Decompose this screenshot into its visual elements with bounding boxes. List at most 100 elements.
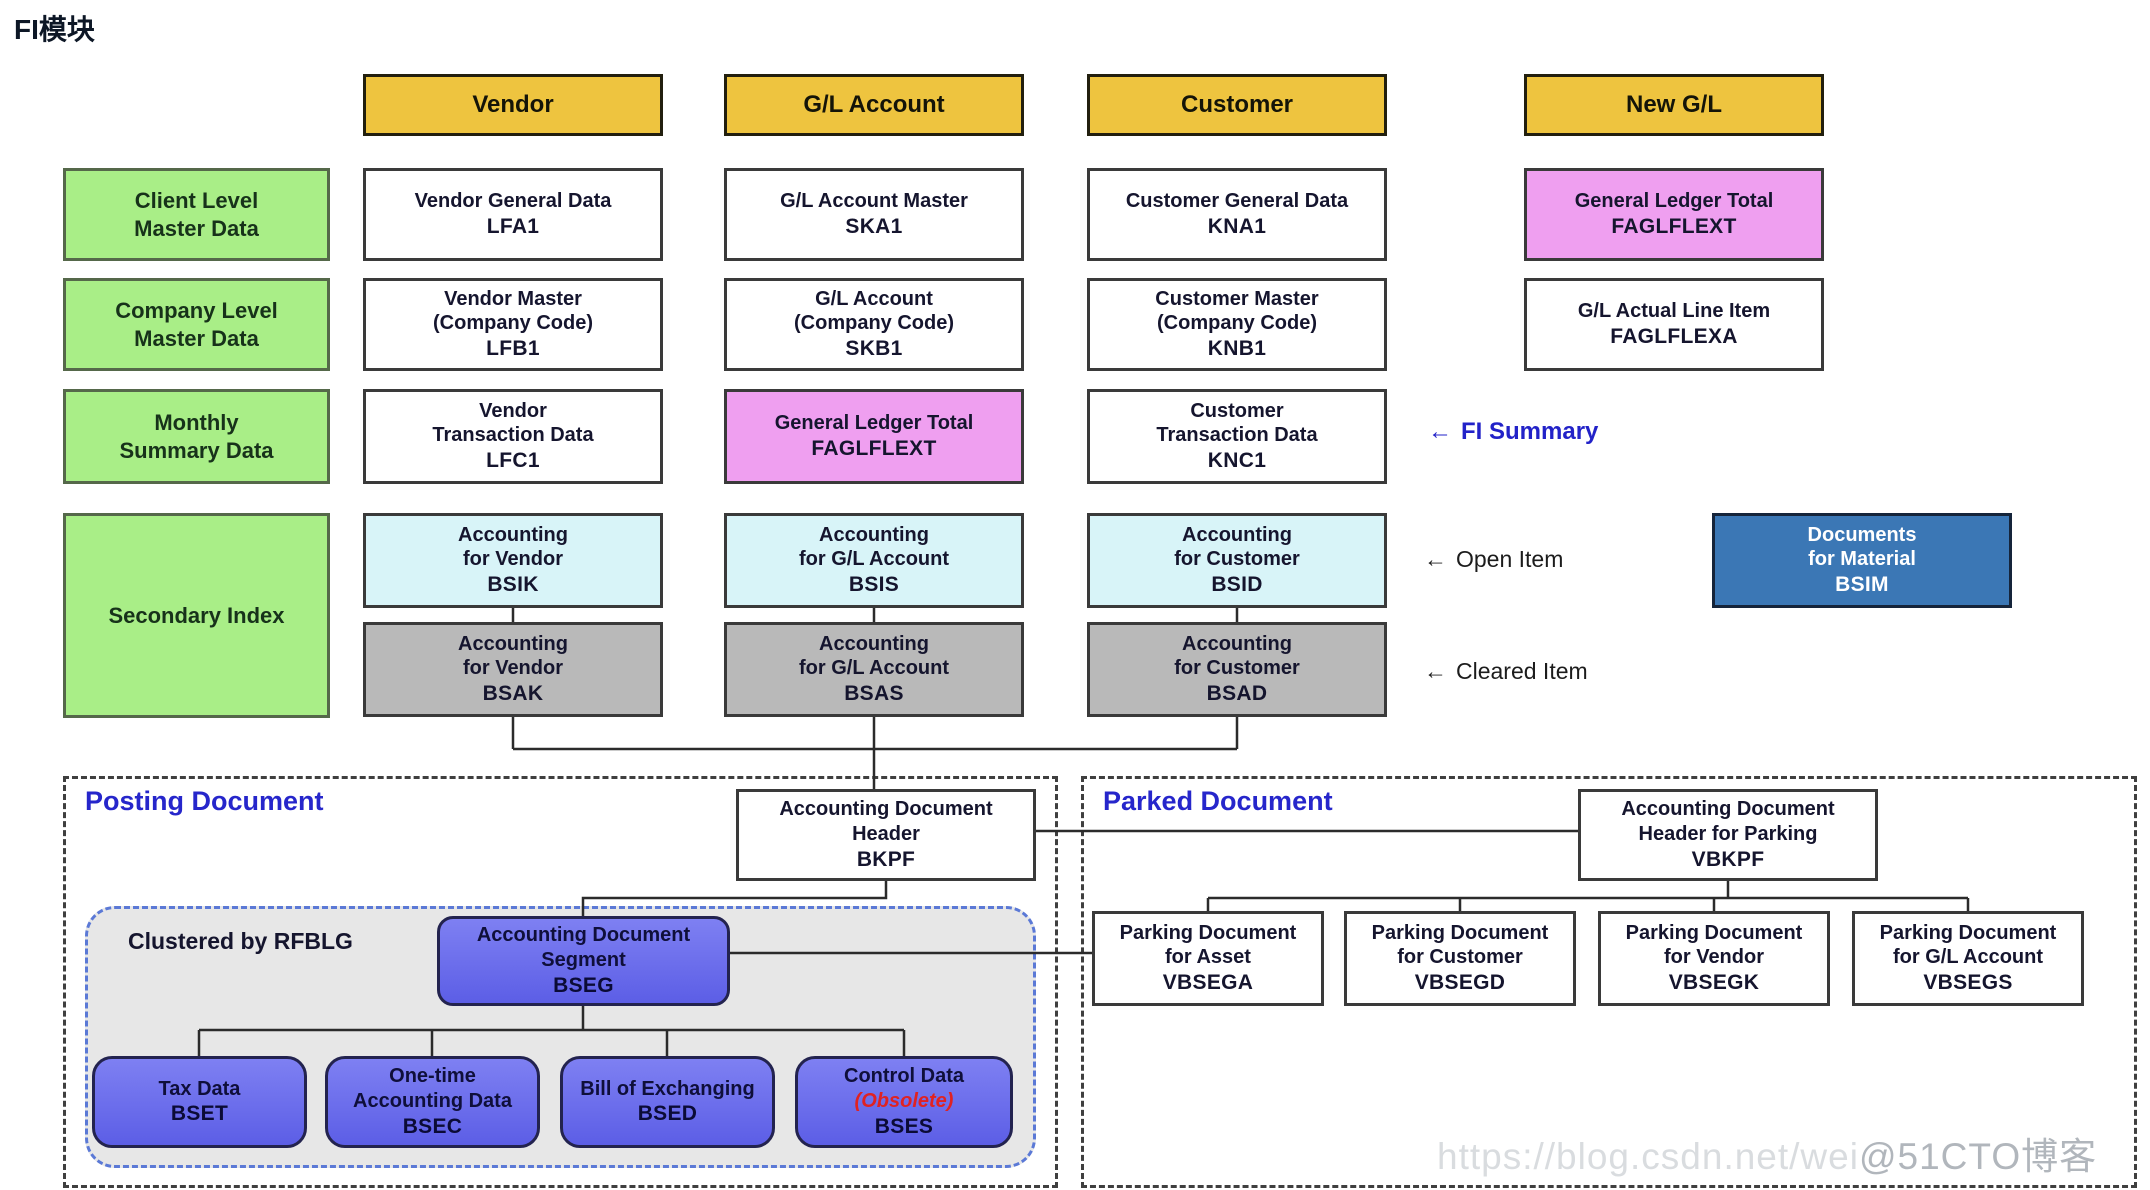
- table-box-desc: Documents: [1807, 523, 1917, 546]
- table-box-code: FAGLFLEXT: [1611, 214, 1737, 238]
- table-box-code: VBSEGD: [1414, 971, 1506, 995]
- table-box-faglflext-gl: General Ledger Total FAGLFLEXT: [724, 389, 1024, 484]
- table-box-desc: Parking Document: [1879, 921, 2057, 944]
- table-box-bkpf: Accounting Document Header BKPF: [736, 789, 1036, 881]
- left-arrow-icon: ←: [1424, 546, 1447, 572]
- table-box-desc: Header for Parking: [1638, 822, 1818, 845]
- column-header-gl-account: G/L Account: [724, 74, 1024, 136]
- table-box-desc: for Vendor: [462, 548, 563, 571]
- table-box-desc: Accounting Document: [476, 924, 691, 947]
- table-box-faglflext-newgl: General Ledger Total FAGLFLEXT: [1524, 168, 1824, 261]
- row-label-line: Summary Data: [119, 437, 274, 463]
- left-arrow-icon: ←: [1424, 658, 1447, 684]
- table-box-desc: Accounting: [458, 632, 568, 655]
- column-header-vendor: Vendor: [363, 74, 663, 136]
- column-header-vendor-label: Vendor: [472, 91, 554, 119]
- row-label-monthly-summary: Monthly Summary Data: [63, 389, 330, 484]
- table-box-desc: Accounting: [1182, 523, 1292, 546]
- table-box-desc: Vendor Master: [444, 287, 582, 310]
- table-box-lfb1: Vendor Master (Company Code) LFB1: [363, 278, 663, 371]
- table-box-desc: G/L Actual Line Item: [1577, 300, 1771, 323]
- posting-document-title: Posting Document: [85, 786, 324, 816]
- table-box-bsad: Accounting for Customer BSAD: [1087, 622, 1387, 717]
- table-box-desc: Accounting Document: [779, 798, 993, 821]
- table-box-desc: Bill of Exchanging: [580, 1077, 755, 1100]
- table-box-knb1: Customer Master (Company Code) KNB1: [1087, 278, 1387, 371]
- row-label-client-level: Client Level Master Data: [63, 168, 330, 261]
- row-label-line: Master Data: [134, 215, 259, 241]
- obsolete-note: (Obsolete): [854, 1089, 954, 1112]
- column-header-gl-account-label: G/L Account: [803, 91, 945, 119]
- table-box-code: LFC1: [486, 449, 540, 473]
- table-box-desc: Accounting: [819, 632, 929, 655]
- table-box-desc: (Company Code): [433, 312, 593, 335]
- table-box-faglflexa: G/L Actual Line Item FAGLFLEXA: [1524, 278, 1824, 371]
- table-box-code: VBSEGK: [1668, 971, 1760, 995]
- row-label-company-level: Company Level Master Data: [63, 278, 330, 371]
- table-box-desc: Header: [852, 822, 920, 845]
- table-box-desc: Customer: [1190, 399, 1284, 422]
- table-box-desc: General Ledger Total: [774, 412, 974, 435]
- table-box-code: BSES: [874, 1114, 934, 1138]
- table-box-vbsegk: Parking Document for Vendor VBSEGK: [1598, 911, 1830, 1006]
- left-arrow-icon: ←: [1428, 418, 1452, 445]
- table-box-desc: Tax Data: [158, 1077, 241, 1100]
- parked-document-section: [1081, 776, 2137, 1188]
- table-box-desc: Vendor General Data: [414, 190, 612, 213]
- table-box-code: SKB1: [845, 337, 903, 361]
- table-box-desc: One-time: [389, 1065, 476, 1088]
- table-box-desc: for Vendor: [462, 657, 563, 680]
- column-header-customer: Customer: [1087, 74, 1387, 136]
- table-box-code: VBSEGS: [1923, 971, 2013, 995]
- table-box-code: BSEC: [402, 1114, 463, 1138]
- table-box-code: VBKPF: [1691, 847, 1765, 871]
- table-box-bsik: Accounting for Vendor BSIK: [363, 513, 663, 608]
- table-box-desc: (Company Code): [794, 312, 954, 335]
- annotation-cleared-item: ← Cleared Item: [1424, 658, 1588, 685]
- table-box-desc: for Asset: [1165, 946, 1251, 969]
- annotation-fi-summary: ←FI Summary: [1428, 418, 1598, 446]
- table-box-desc: for Customer: [1397, 946, 1523, 969]
- column-header-customer-label: Customer: [1180, 91, 1294, 119]
- column-header-new-gl: New G/L: [1524, 74, 1824, 136]
- watermark-url: https://blog.csdn.net/wei: [1437, 1136, 1859, 1177]
- table-box-desc: General Ledger Total: [1574, 190, 1774, 213]
- table-box-vbsega: Parking Document for Asset VBSEGA: [1092, 911, 1324, 1006]
- table-box-vbkpf: Accounting Document Header for Parking V…: [1578, 789, 1878, 881]
- annotation-cleared-item-label: Cleared Item: [1456, 658, 1588, 684]
- table-box-code: BKPF: [856, 847, 916, 871]
- table-box-desc: for Vendor: [1663, 946, 1764, 969]
- watermark: https://blog.csdn.net/wei@51CTO博客: [1437, 1126, 2097, 1180]
- table-box-desc: Control Data: [844, 1065, 964, 1088]
- table-box-code: KNA1: [1207, 214, 1267, 238]
- table-box-desc: Parking Document: [1119, 921, 1297, 944]
- page-title: FI模块: [14, 14, 95, 45]
- table-box-vbsegs: Parking Document for G/L Account VBSEGS: [1852, 911, 2084, 1006]
- table-box-bsas: Accounting for G/L Account BSAS: [724, 622, 1024, 717]
- table-box-code: FAGLFLEXT: [811, 436, 937, 460]
- table-box-code: LFB1: [486, 337, 540, 361]
- table-box-desc: Parking Document: [1371, 921, 1549, 944]
- table-box-code: LFA1: [486, 214, 540, 238]
- posting-document-section: [63, 776, 1058, 1188]
- table-box-bsid: Accounting for Customer BSID: [1087, 513, 1387, 608]
- table-box-desc: for Customer: [1174, 548, 1300, 571]
- table-box-code: BSAS: [844, 682, 904, 706]
- table-box-code: BSIK: [487, 573, 539, 597]
- table-box-desc: Vendor: [479, 399, 547, 422]
- table-box-desc: Accounting: [819, 523, 929, 546]
- table-box-code: BSAK: [482, 682, 544, 706]
- table-box-desc: Parking Document: [1625, 921, 1803, 944]
- table-box-lfc1: Vendor Transaction Data LFC1: [363, 389, 663, 484]
- table-box-vbsegd: Parking Document for Customer VBSEGD: [1344, 911, 1576, 1006]
- table-box-desc: Customer General Data: [1125, 190, 1349, 213]
- table-box-desc: for G/L Account: [799, 548, 949, 571]
- table-box-bsim: Documents for Material BSIM: [1712, 513, 2012, 608]
- table-box-bsak: Accounting for Vendor BSAK: [363, 622, 663, 717]
- table-box-code: BSIS: [848, 573, 900, 597]
- table-box-desc: for G/L Account: [1893, 946, 2043, 969]
- table-box-code: BSED: [637, 1102, 698, 1126]
- table-box-knc1: Customer Transaction Data KNC1: [1087, 389, 1387, 484]
- table-box-desc: for Material: [1808, 548, 1916, 571]
